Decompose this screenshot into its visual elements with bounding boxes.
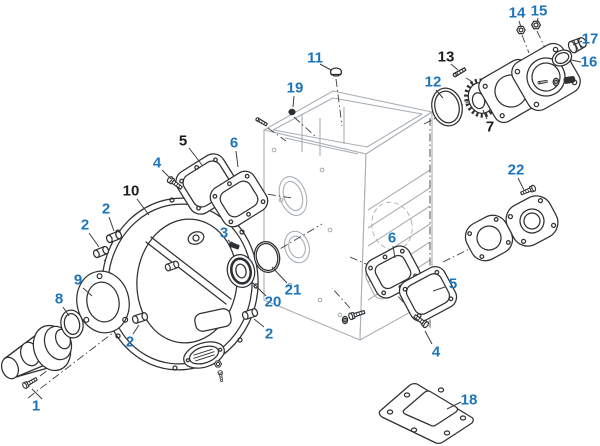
leader-line-2 (132, 324, 140, 335)
leader-line-2 (108, 216, 115, 232)
callout-2: 2 (264, 325, 274, 343)
snap-ring-21 (253, 241, 281, 273)
leader-line-15 (536, 17, 539, 24)
callout-2: 2 (101, 200, 111, 218)
callout-11: 11 (307, 49, 323, 67)
callout-4: 4 (431, 343, 441, 361)
leader-line-20 (251, 281, 267, 297)
callout-7: 7 (485, 118, 495, 136)
leader-line-14 (518, 20, 522, 28)
leader-line-1 (31, 388, 43, 400)
callout-6: 6 (229, 134, 239, 152)
callout-2: 2 (125, 333, 135, 351)
inspection-cover (183, 341, 225, 369)
cover-plate-18 (378, 383, 474, 444)
clutch-housing (100, 197, 259, 371)
leader-line-7 (482, 109, 488, 120)
o-ring-12 (431, 87, 463, 127)
leader-line-22 (517, 177, 525, 191)
leader-line-2 (88, 232, 100, 248)
bolt-1 (21, 375, 39, 390)
callout-15: 15 (530, 2, 548, 20)
washer-pto (341, 315, 349, 325)
callout-13: 13 (437, 48, 455, 66)
callout-21: 21 (284, 281, 302, 299)
callout-10: 10 (122, 182, 140, 200)
stud-13 (452, 66, 467, 78)
leader-line-18 (446, 401, 462, 410)
callout-18: 18 (460, 391, 478, 409)
callout-2: 2 (80, 216, 90, 234)
washer-small (552, 77, 560, 87)
stud-19 (254, 116, 269, 127)
callout-6: 6 (387, 229, 397, 247)
leader-line-9 (82, 287, 93, 297)
leader-line-2 (253, 318, 265, 328)
nut-14 (516, 25, 526, 35)
leader-line-6 (392, 245, 396, 259)
leader-line-5 (188, 147, 203, 166)
callout-19: 19 (286, 79, 304, 97)
leader-line-13 (450, 63, 459, 71)
callout-8: 8 (54, 290, 64, 308)
callout-12: 12 (424, 73, 442, 91)
leader-line-12 (435, 89, 444, 99)
leader-line-11 (319, 63, 332, 71)
leader-line-8 (62, 306, 70, 317)
leader-line-6 (235, 150, 239, 168)
cover-screw (217, 370, 225, 383)
leader-line-16 (570, 59, 582, 63)
retainer-plate-9 (76, 270, 130, 334)
side-gasket-22 (464, 214, 514, 262)
callout-17: 17 (581, 30, 599, 48)
callout-16: 16 (580, 53, 598, 71)
callout-5: 5 (178, 132, 188, 150)
callout-5: 5 (448, 275, 458, 293)
plug-19 (288, 108, 296, 116)
nut-15 (530, 20, 542, 30)
plug-small (563, 75, 576, 84)
callout-9: 9 (73, 271, 83, 289)
callout-20: 20 (264, 293, 282, 311)
leader-line-10 (136, 198, 150, 216)
callout-3: 3 (219, 224, 229, 242)
callout-4: 4 (152, 154, 162, 172)
oil-seal-20 (226, 254, 256, 288)
leader-line-4 (161, 169, 172, 180)
leader-line-5 (432, 286, 446, 292)
leader-line-21 (271, 266, 288, 284)
plug-11 (329, 67, 343, 77)
callout-22: 22 (507, 161, 525, 179)
pto-gasket-6-top (209, 170, 269, 228)
retainer-16 (551, 49, 573, 67)
release-sleeve (0, 324, 73, 380)
cover-nut (213, 360, 223, 368)
seal-ring-8 (60, 309, 84, 339)
plug-screw-3 (228, 241, 240, 250)
leader-line-19 (292, 95, 295, 108)
callout-14: 14 (508, 4, 526, 22)
leader-lines (31, 17, 583, 410)
leader-line-17 (572, 40, 583, 46)
leader-line-3 (227, 239, 234, 246)
pto-cover-5-bottom (398, 266, 458, 322)
transmission-case (263, 90, 433, 341)
side-cover-22 (505, 195, 559, 247)
callout-1: 1 (31, 397, 41, 415)
leader-line-4 (424, 330, 433, 345)
